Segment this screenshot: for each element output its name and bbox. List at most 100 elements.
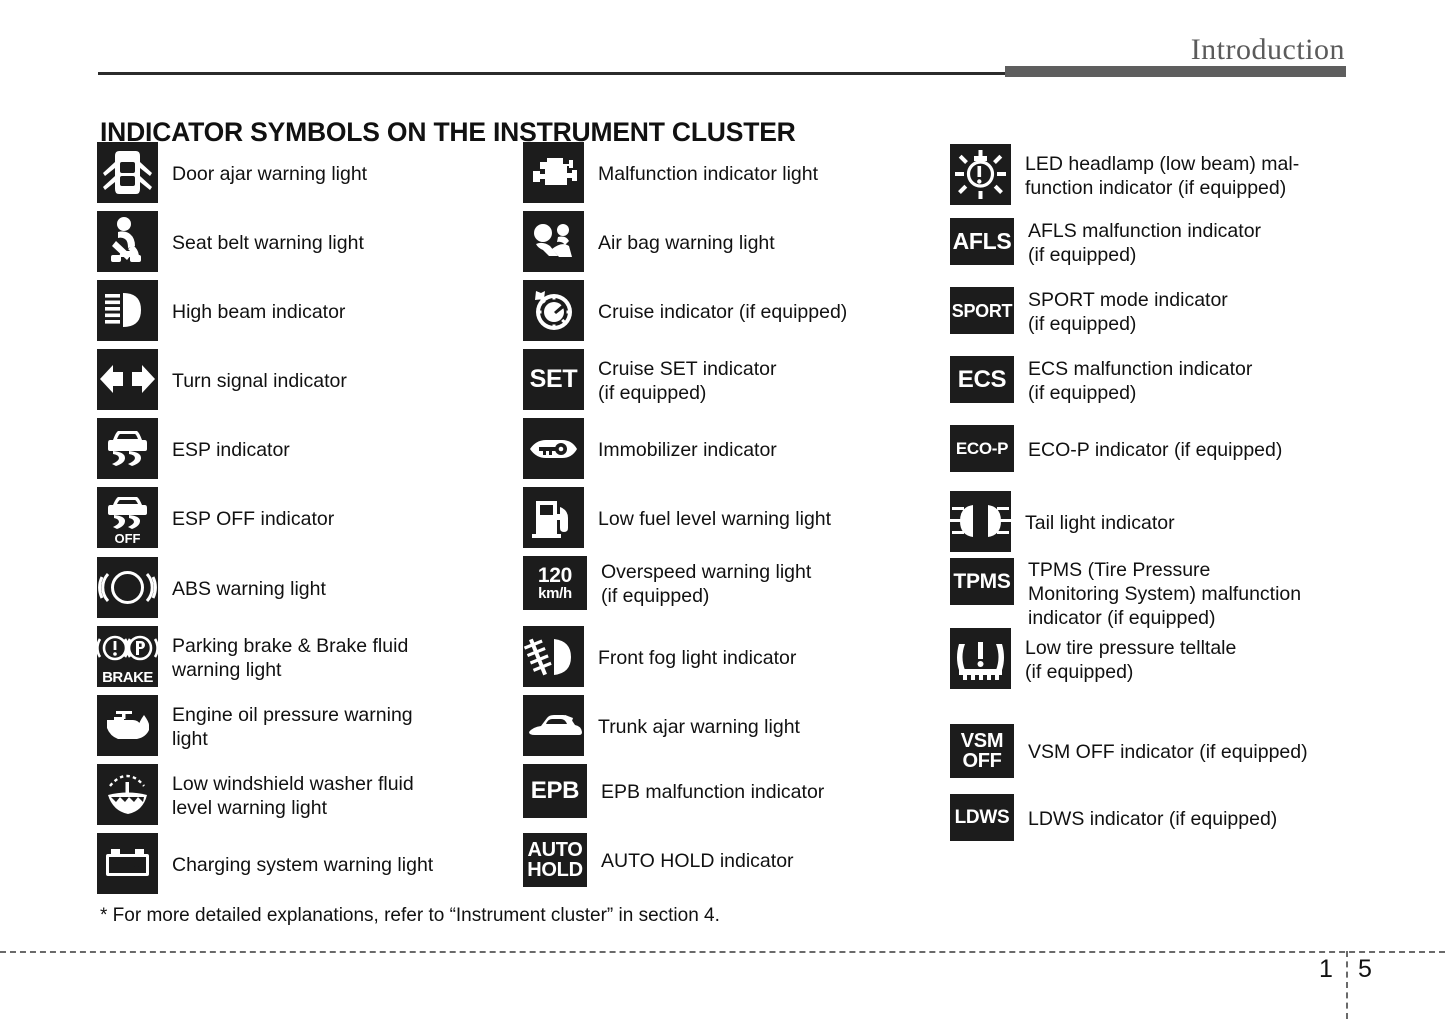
indicator-label: Tail light indicator [1025,512,1175,534]
sport-mode-icon-label: SPORT [951,300,1013,321]
door-ajar-icon [97,142,158,203]
indicator-row: Seat belt warning light [97,211,364,272]
seat-belt-icon [97,211,158,272]
indicator-row: High beam indicator [97,280,345,341]
indicator-label: AUTO HOLD indicator [601,850,794,872]
indicator-row: ESP indicator [97,418,290,479]
indicator-row: Low fuel level warning light [523,487,831,548]
indicator-label: Immobilizer indicator [598,439,777,461]
indicator-row: Low windshield washer fluid level warnin… [97,764,414,825]
indicator-row: LED headlamp (low beam) mal- function in… [950,144,1299,205]
indicator-row: ECS ECS malfunction indicator (if equippe… [950,356,1252,405]
indicator-row: TPMS TPMS (Tire Pressure Monitoring Syste… [950,558,1301,630]
section-title: Introduction [1190,33,1345,66]
indicator-label: Door ajar warning light [172,163,368,185]
parking-brake-icon: BRAKE [97,626,158,687]
charging-system-icon [97,833,158,894]
indicator-label: ESP OFF indicator [172,508,335,530]
tpms-icon: TPMS [950,558,1014,605]
page-number: 5 [1358,955,1372,983]
indicator-label: Engine oil pressure warning light [172,704,413,750]
indicator-label: AFLS malfunction indicator (if equipped) [1028,220,1262,266]
eco-p-icon-label: ECO-P [955,439,1009,458]
low-fuel-icon [523,487,584,548]
washer-fluid-icon [97,764,158,825]
air-bag-icon [523,211,584,272]
trunk-ajar-icon [523,695,584,756]
indicator-row: EPB EPB malfunction indicator [523,764,824,818]
indicator-label: ABS warning light [172,578,326,600]
indicator-label: Parking brake & Brake fluid warning ligh… [172,635,409,681]
indicator-row: LDWS LDWS indicator (if equipped) [950,794,1277,841]
indicator-label: Overspeed warning light (if equipped) [601,561,812,607]
ecs-icon: ECS [950,356,1014,403]
indicator-label: EPB malfunction indicator [601,781,825,803]
engine-oil-pressure-icon [97,695,158,756]
indicator-label: ESP indicator [172,439,290,461]
high-beam-icon [97,280,158,341]
indicator-label: Seat belt warning light [172,232,364,254]
header-rule [98,72,1346,75]
turn-signal-icon [97,349,158,410]
page-title: INDICATOR SYMBOLS ON THE INSTRUMENT CLUS… [100,116,796,147]
indicator-row: Cruise indicator (if equipped) [523,280,847,341]
indicator-label: Low fuel level warning light [598,508,832,530]
ldws-icon: LDWS [950,794,1014,841]
indicator-label: LED headlamp (low beam) mal- function in… [1025,153,1300,199]
cruise-icon [523,280,584,341]
indicator-row: SPORT SPORT mode indicator (if equipped) [950,287,1228,336]
indicator-row: Turn signal indicator [97,349,347,410]
indicator-label: TPMS (Tire Pressure Monitoring System) m… [1028,559,1302,629]
indicator-row: AFLS AFLS malfunction indicator (if equip… [950,218,1261,267]
indicator-row: Immobilizer indicator [523,418,777,479]
indicator-label: Charging system warning light [172,854,434,876]
sport-mode-icon: SPORT [950,287,1014,334]
eco-p-icon: ECO-P [950,425,1014,472]
cruise-set-icon: SET [523,349,584,410]
indicator-label: ECS malfunction indicator (if equipped) [1028,358,1253,404]
indicator-label: Cruise SET indicator (if equipped) [598,358,777,404]
header-accent-bar [1005,66,1346,77]
esp-icon [97,418,158,479]
indicator-label: Turn signal indicator [172,370,347,392]
chapter-number: 1 [1319,955,1333,983]
indicator-label: Trunk ajar warning light [598,716,800,738]
esp-off-icon: OFF [97,487,158,548]
abs-icon [97,557,158,618]
footnote: * For more detailed explanations, refer … [100,905,720,926]
esp-off-caption: OFF [114,531,141,546]
indicator-label: Air bag warning light [598,232,775,254]
tpms-icon-label: TPMS [953,570,1011,593]
low-tire-pressure-icon [950,628,1011,689]
page-header: Introduction [0,0,1445,84]
indicator-label: Low tire pressure telltale (if equipped) [1025,637,1237,683]
afls-icon-label: AFLS [952,228,1012,254]
indicator-row: Malfunction indicator light [523,142,818,203]
indicator-row: Low tire pressure telltale (if equipped) [950,628,1236,689]
epb-icon-label: EPB [530,777,580,804]
indicator-row: Charging system warning light [97,833,433,894]
afls-icon: AFLS [950,218,1014,265]
indicator-label: LDWS indicator (if equipped) [1028,808,1278,830]
indicator-row: Door ajar warning light [97,142,367,203]
indicator-label: Cruise indicator (if equipped) [598,301,848,323]
indicator-label: SPORT mode indicator (if equipped) [1028,289,1228,335]
footer-vertical-divider [1346,951,1348,1019]
ecs-icon-label: ECS [957,365,1007,393]
front-fog-light-icon [523,626,584,687]
indicator-row: Front fog light indicator [523,626,796,687]
indicator-row: BRAKE Parking brake & Brake fluid warning… [97,626,408,687]
indicator-label: Low windshield washer fluid level warnin… [172,773,414,819]
indicator-row: Tail light indicator [950,491,1175,552]
indicator-row: Engine oil pressure warning light [97,695,413,756]
led-headlamp-icon [950,144,1011,205]
